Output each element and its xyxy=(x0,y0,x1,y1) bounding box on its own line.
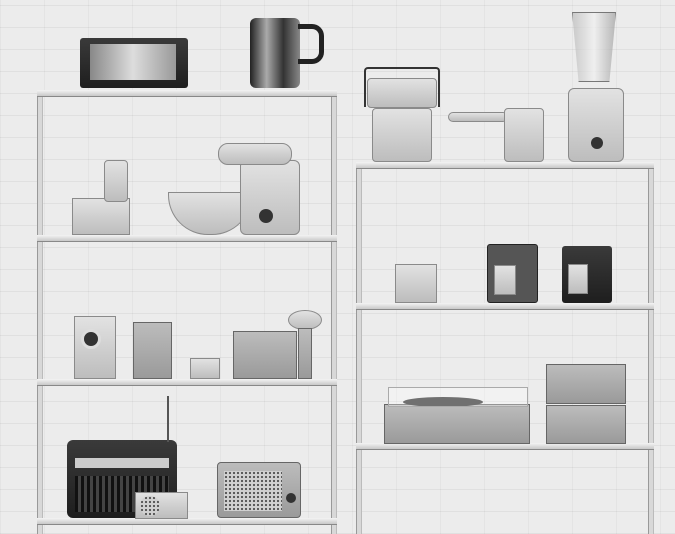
shelf-post xyxy=(331,90,337,534)
amplifier-top xyxy=(546,364,626,404)
hand-mixer-beaters xyxy=(448,112,508,122)
stand-mixer-head xyxy=(218,143,292,165)
turntable-lid xyxy=(388,387,528,407)
portable-radio xyxy=(67,440,177,518)
speaker xyxy=(135,492,188,519)
shelf-board xyxy=(37,90,337,97)
amplifier xyxy=(546,405,626,444)
small-appliance-box xyxy=(395,264,437,303)
shelf-board xyxy=(37,235,337,242)
hand-mixer xyxy=(504,108,544,162)
food-processor-chute xyxy=(104,160,128,202)
citrus-juicer xyxy=(372,108,432,162)
shelf-board xyxy=(356,443,654,450)
toaster xyxy=(233,331,297,379)
shaver-case xyxy=(487,244,538,303)
stand-mixer xyxy=(240,160,300,235)
turntable xyxy=(384,397,530,444)
shaver-case-dark xyxy=(562,246,612,303)
hair-dryer xyxy=(288,310,322,330)
shelf-post xyxy=(37,90,43,534)
blender-jar xyxy=(572,12,616,82)
shelf-post xyxy=(356,163,362,534)
shelf-board xyxy=(356,162,654,169)
blender-base xyxy=(568,88,624,162)
coffee-grinder xyxy=(133,322,172,379)
toaster xyxy=(80,38,188,88)
juicer-frame xyxy=(364,67,440,107)
kettle-handle xyxy=(298,24,324,64)
shelf-board xyxy=(356,303,654,310)
radio-antenna xyxy=(167,396,169,442)
citrus-juicer-top xyxy=(367,78,437,108)
table-radio xyxy=(217,462,301,518)
hair-dryer-stand xyxy=(298,328,312,379)
slide-projector xyxy=(74,316,116,379)
kettle xyxy=(250,18,300,88)
food-processor xyxy=(72,198,130,235)
shelf-board xyxy=(37,379,337,386)
shelf-post xyxy=(648,163,654,534)
small-appliance xyxy=(190,358,220,379)
shelf-board xyxy=(37,518,337,525)
